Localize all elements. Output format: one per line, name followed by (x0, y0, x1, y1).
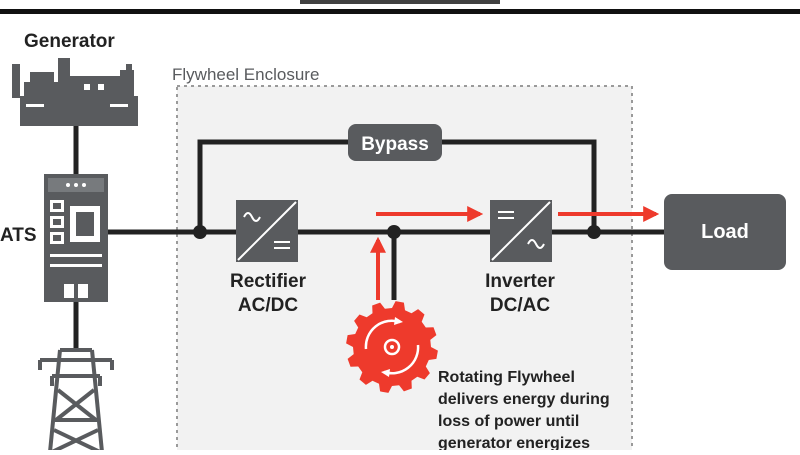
sine-to-dc-icon (236, 200, 298, 262)
inverter-label-line1: Inverter (485, 271, 555, 292)
inverter: Inverter DC/AC (485, 200, 555, 316)
power-tower-icon (38, 348, 114, 454)
ats: ATS (0, 174, 108, 302)
junction-dot (387, 225, 401, 239)
dc-to-sine-icon (490, 200, 552, 262)
flywheel (346, 301, 438, 393)
flywheel-desc-line: loss of power until (438, 413, 579, 430)
load-box (664, 194, 786, 270)
bypass-box (348, 124, 442, 161)
rectifier-label-line1: Rectifier (230, 271, 307, 292)
flywheel-desc-line: Rotating Flywheel (438, 369, 575, 386)
bypass-label: Bypass (361, 134, 429, 155)
flywheel-description: Rotating Flywheel delivers energy during l… (438, 369, 610, 452)
junction-dot (587, 225, 601, 239)
junctions (193, 225, 601, 239)
load-label: Load (701, 221, 749, 243)
energy-flow-arrows (370, 206, 660, 300)
generator-label: Generator (24, 31, 115, 52)
junction-dot (193, 225, 207, 239)
inverter-label-line2: DC/AC (490, 295, 550, 316)
generator-icon (12, 58, 138, 126)
ats-cabinet-icon (44, 174, 108, 302)
generator: Generator (12, 31, 138, 126)
ats-label: ATS (0, 225, 37, 246)
rectifier-label-line2: AC/DC (238, 295, 298, 316)
bypass: Bypass (348, 124, 442, 161)
enclosure-label: Flywheel Enclosure (172, 65, 319, 84)
title-bar (0, 0, 800, 14)
load: Load (664, 194, 786, 270)
flywheel-desc-line: delivers energy during (438, 391, 610, 408)
rectifier: Rectifier AC/DC (230, 200, 307, 316)
flywheel-desc-line: generator energizes (438, 435, 590, 450)
gear-rotation-icon (346, 301, 438, 393)
